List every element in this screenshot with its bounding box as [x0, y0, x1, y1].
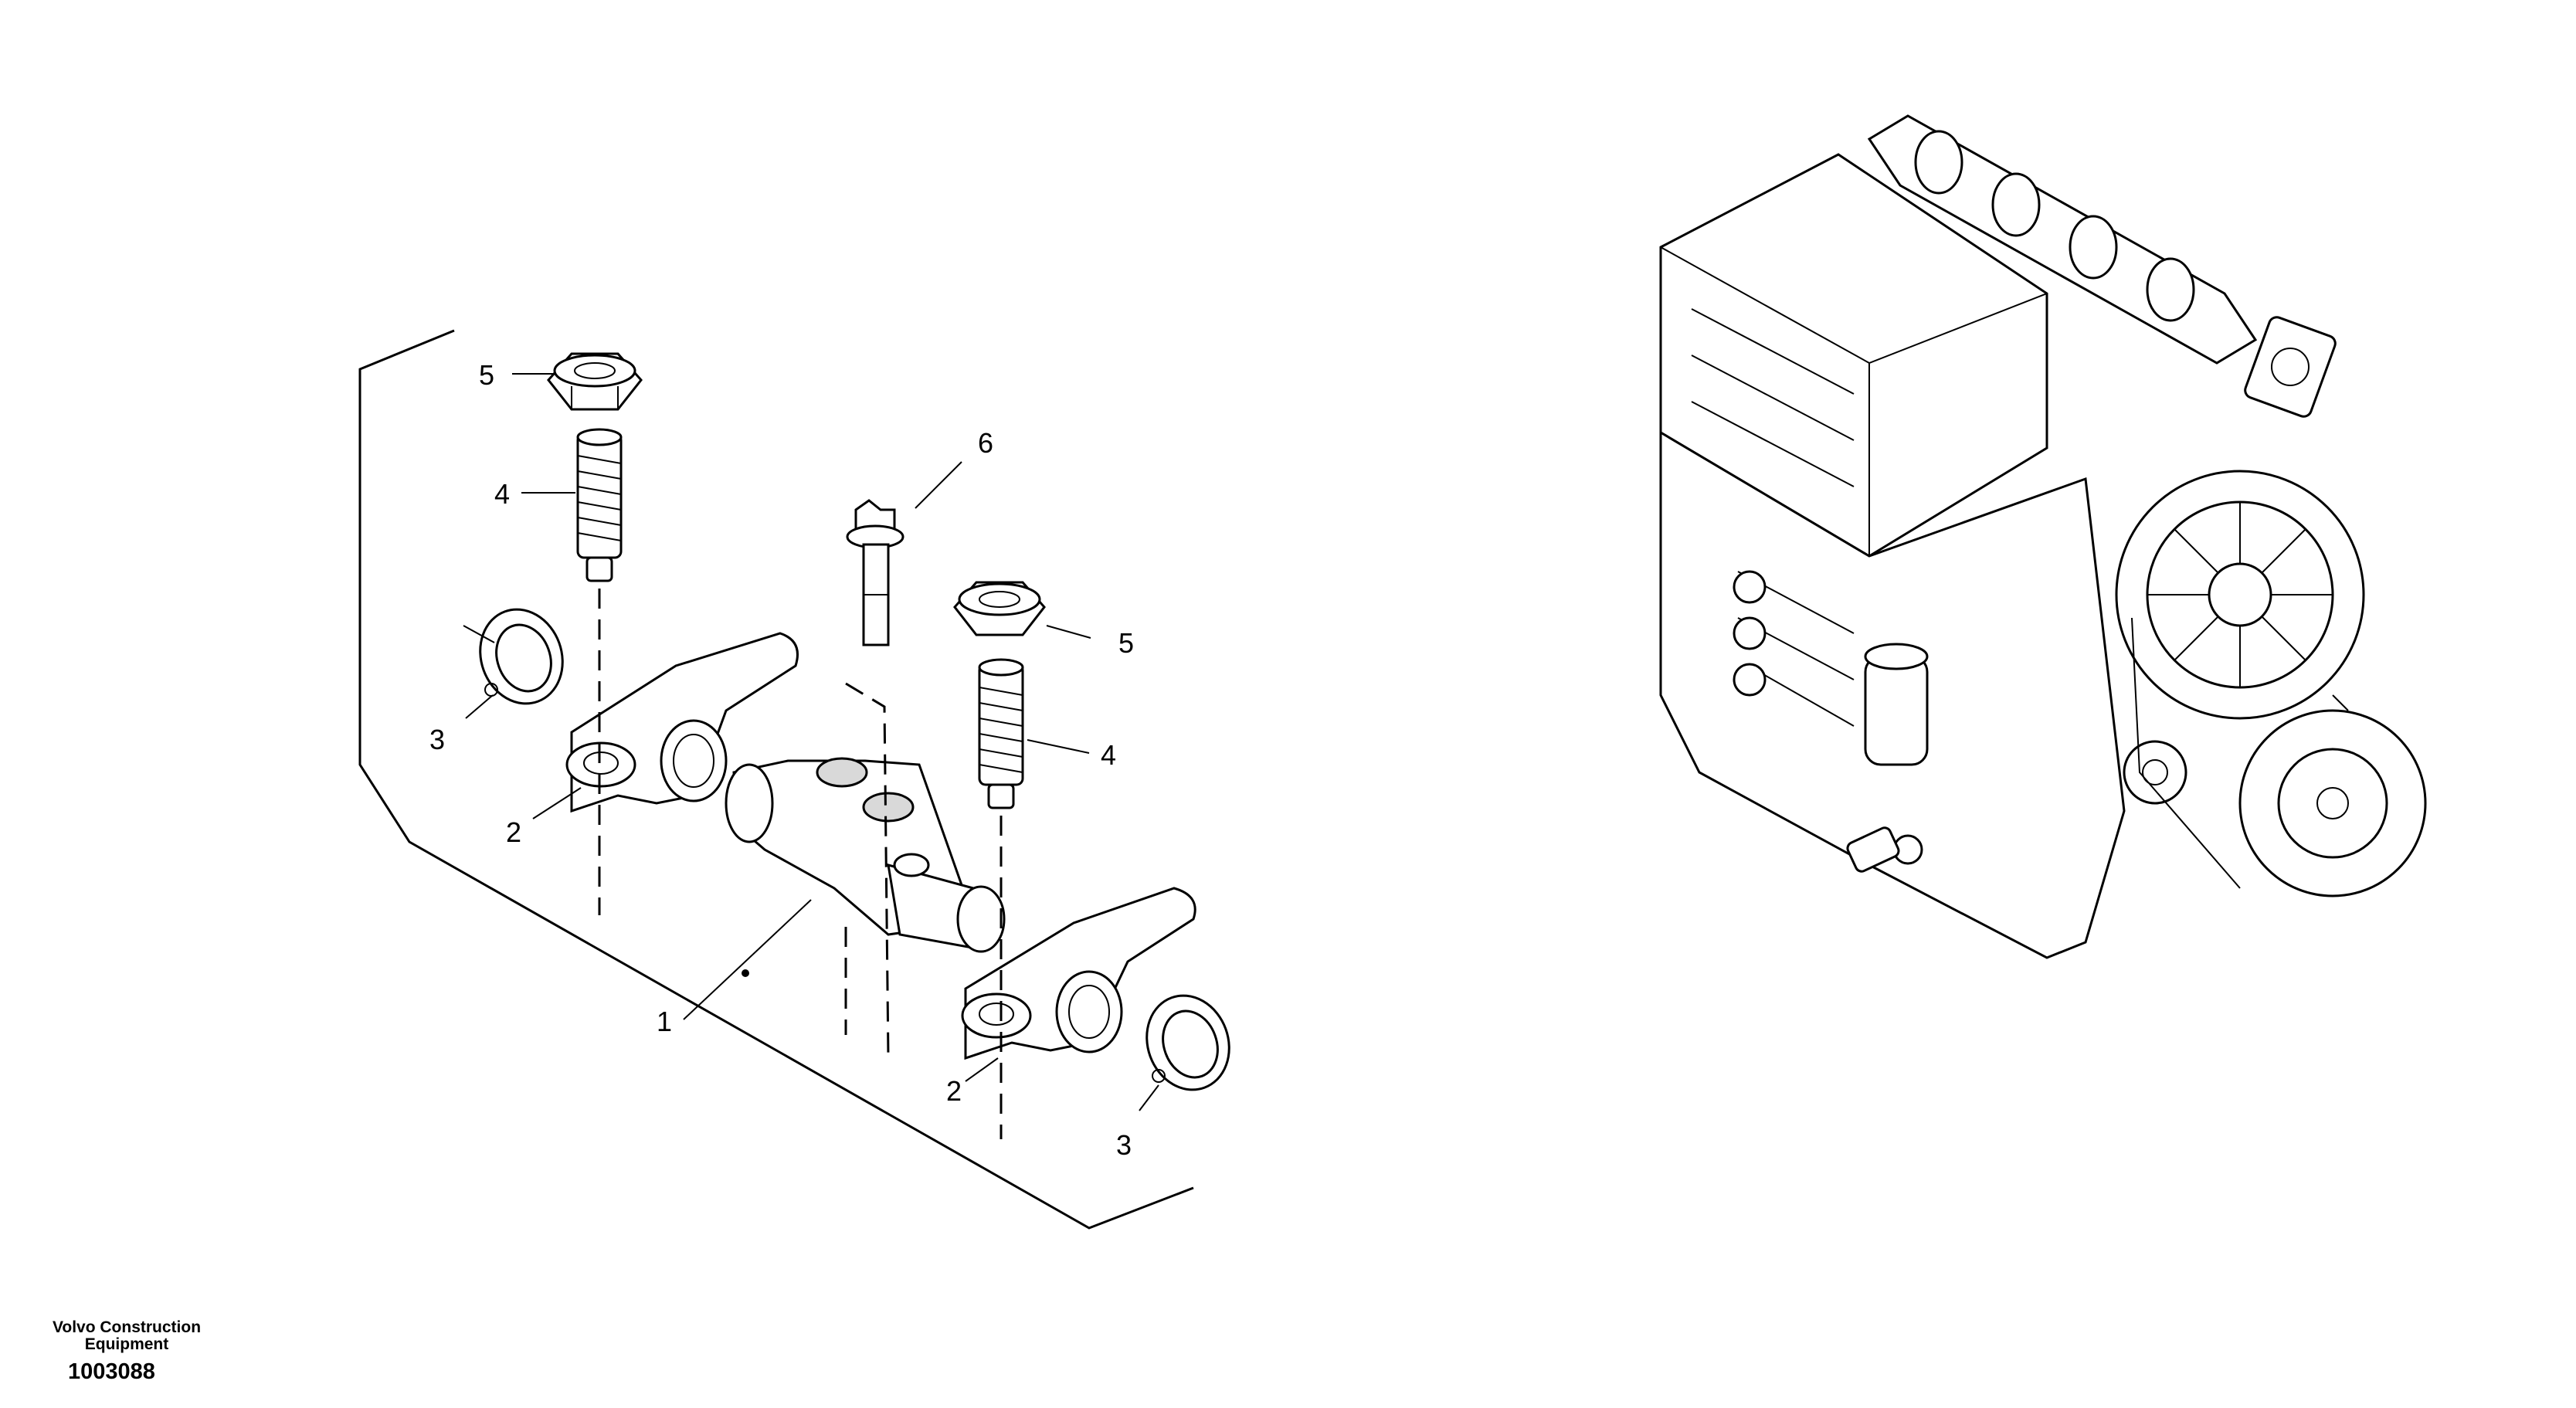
adjusting-screw-right [978, 658, 1024, 809]
callout-5-top: 5 [479, 359, 494, 391]
rocker-shaft-support [725, 757, 1006, 977]
rocker-arm-left [565, 632, 799, 813]
callout-1: 1 [657, 1006, 672, 1037]
drawing-number: 1003088 [68, 1359, 155, 1384]
brand-line-2: Equipment [84, 1335, 169, 1353]
callout-2-right: 2 [946, 1075, 962, 1107]
assembly-frame [358, 329, 1194, 1230]
snap-ring-right [1145, 994, 1230, 1091]
callout-4-top: 4 [494, 478, 510, 510]
hex-nut-top [547, 352, 643, 411]
callouts: 1 2 2 3 3 4 4 5 5 6 [429, 359, 1134, 1161]
snap-ring-left [479, 608, 564, 705]
callout-2-left: 2 [506, 816, 521, 848]
callout-3-right: 3 [1116, 1129, 1132, 1161]
callout-6: 6 [978, 427, 993, 459]
leader-lines [463, 373, 1159, 1111]
hex-nut-right [953, 581, 1046, 636]
callout-5-right: 5 [1118, 627, 1134, 659]
flange-bolt [846, 499, 904, 646]
rocker-arm-right [961, 887, 1196, 1060]
callout-4-right: 4 [1101, 739, 1116, 771]
adjusting-screw-top [576, 428, 623, 582]
center-lines [598, 589, 1003, 1139]
engine-overview-illustration [1659, 114, 2427, 959]
brand-label: Volvo Construction Equipment [11, 1319, 243, 1353]
callout-3-left: 3 [429, 724, 445, 755]
brand-line-1: Volvo Construction [52, 1318, 202, 1336]
